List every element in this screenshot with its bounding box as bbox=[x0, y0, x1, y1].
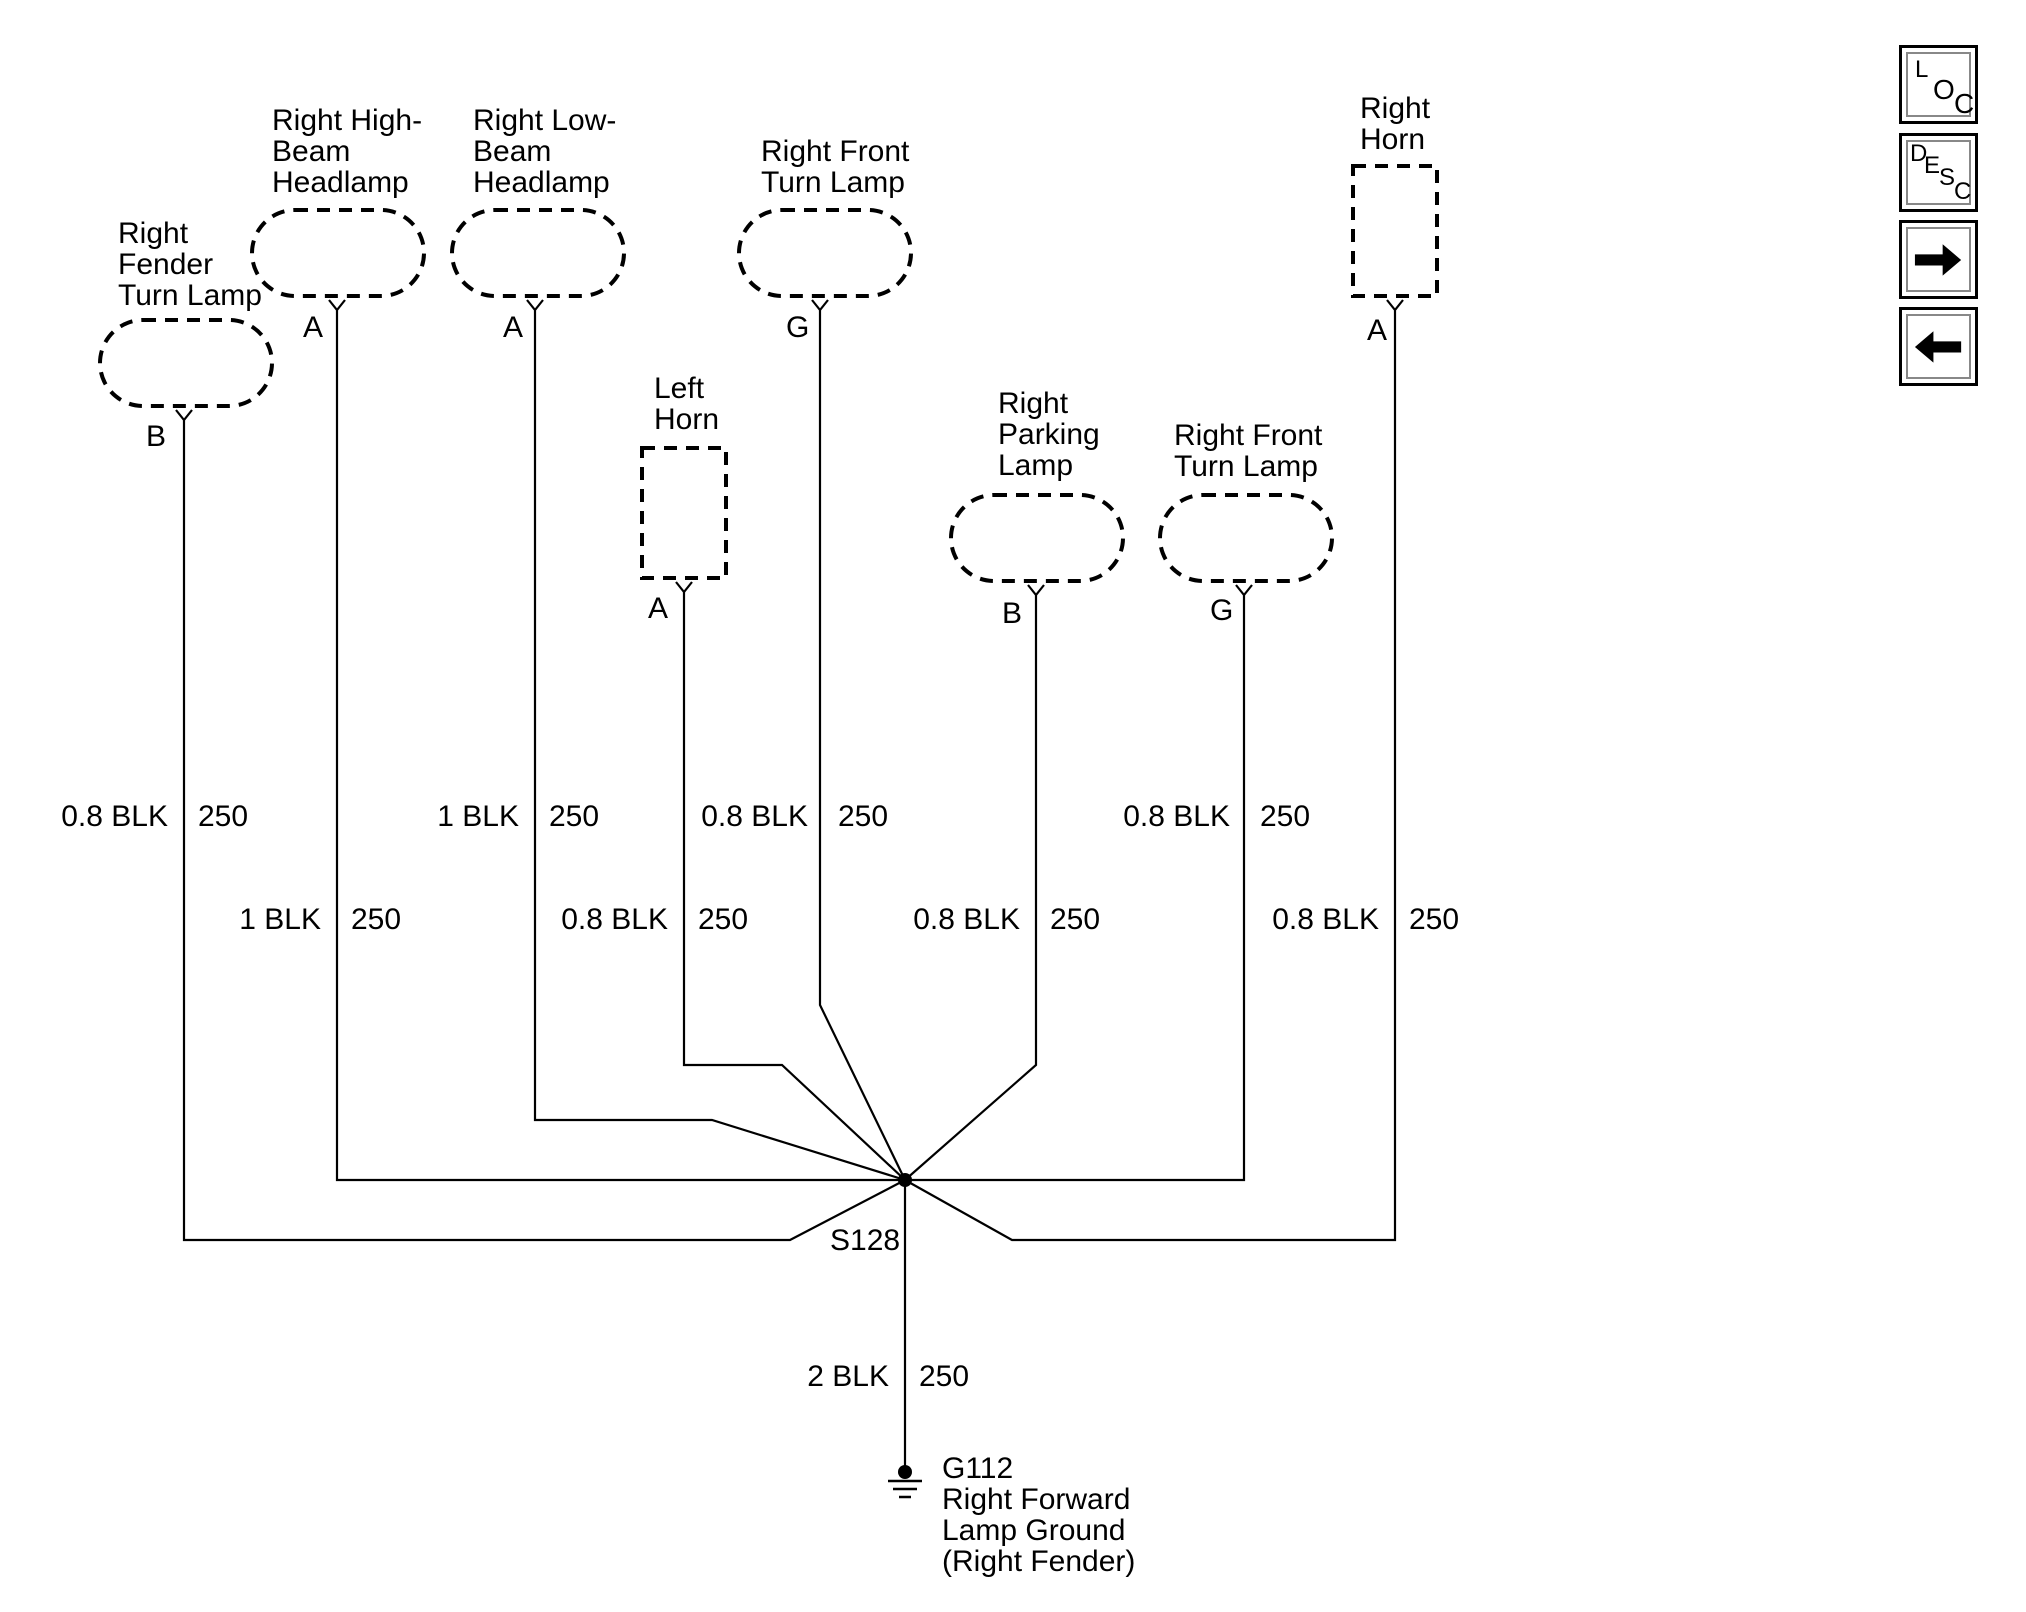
right-high-beam-headlamp-label: Right High- Beam Headlamp bbox=[272, 104, 430, 199]
desc-letter: D bbox=[1910, 140, 1928, 167]
previous-button[interactable] bbox=[1899, 307, 1978, 386]
svg-text:0.8 BLK: 0.8 BLK bbox=[561, 903, 668, 936]
pin-letter: A bbox=[648, 592, 668, 625]
wire-front-turn-2 bbox=[905, 607, 1246, 1182]
left-horn-label: Left Horn bbox=[654, 372, 719, 436]
desc-button[interactable]: D E S C bbox=[1899, 133, 1978, 212]
right-parking-lamp-label: Right Parking Lamp bbox=[998, 387, 1108, 482]
svg-text:250: 250 bbox=[919, 1360, 969, 1393]
desc-letter: C bbox=[1954, 178, 1972, 205]
right-horn-label: Right Horn bbox=[1360, 92, 1438, 156]
wire-left-horn bbox=[682, 604, 906, 1181]
right-high-beam-headlamp bbox=[250, 208, 426, 298]
wire-label-fender-turn: 0.8 BLK 250 bbox=[61, 800, 248, 833]
svg-text:250: 250 bbox=[1260, 800, 1310, 833]
svg-text:0.8 BLK: 0.8 BLK bbox=[913, 903, 1020, 936]
left-horn bbox=[640, 446, 728, 580]
pin-letter: G bbox=[1210, 594, 1233, 627]
wire-label-front-turn-1: 0.8 BLK 250 bbox=[701, 800, 888, 833]
wire-parking bbox=[904, 607, 1038, 1181]
right-front-turn-lamp-1 bbox=[737, 208, 913, 298]
svg-text:1 BLK: 1 BLK bbox=[239, 903, 321, 936]
wire-label-parking: 0.8 BLK 250 bbox=[913, 903, 1100, 936]
right-fender-turn-lamp bbox=[98, 318, 274, 408]
next-button[interactable] bbox=[1899, 220, 1978, 299]
wire-label-high-beam: 1 BLK 250 bbox=[239, 903, 401, 936]
right-horn bbox=[1351, 164, 1439, 298]
connector-left-horn: A bbox=[648, 581, 693, 625]
connector-fender-turn: B bbox=[146, 409, 193, 453]
right-front-turn-lamp-1-label: Right Front Turn Lamp bbox=[761, 135, 918, 199]
wire-label-low-beam: 1 BLK 250 bbox=[437, 800, 599, 833]
svg-text:1 BLK: 1 BLK bbox=[437, 800, 519, 833]
svg-text:0.8 BLK: 0.8 BLK bbox=[1272, 903, 1379, 936]
splice-s128-label: S128 bbox=[830, 1224, 900, 1257]
svg-text:250: 250 bbox=[698, 903, 748, 936]
svg-text:0.8 BLK: 0.8 BLK bbox=[1123, 800, 1230, 833]
loc-letter: O bbox=[1933, 74, 1955, 105]
left-arrow-icon bbox=[1914, 331, 1962, 363]
svg-text:250: 250 bbox=[1050, 903, 1100, 936]
wire-low-beam bbox=[533, 322, 906, 1182]
svg-text:250: 250 bbox=[1409, 903, 1459, 936]
svg-text:250: 250 bbox=[549, 800, 599, 833]
pin-letter: G bbox=[786, 311, 809, 344]
svg-text:2 BLK: 2 BLK bbox=[807, 1360, 889, 1393]
wire-label-left-horn: 0.8 BLK 250 bbox=[561, 903, 748, 936]
connector-parking: B bbox=[1002, 584, 1045, 630]
pin-letter: A bbox=[303, 311, 323, 344]
loc-button[interactable]: L O C bbox=[1899, 45, 1978, 124]
right-parking-lamp bbox=[949, 493, 1125, 583]
connector-high-beam: A bbox=[303, 299, 346, 344]
desc-letter: E bbox=[1924, 152, 1941, 179]
right-front-turn-lamp-2-label: Right Front Turn Lamp bbox=[1174, 419, 1331, 483]
ground-symbol bbox=[888, 1465, 922, 1499]
pin-letter: B bbox=[146, 420, 166, 453]
pin-letter: A bbox=[1367, 314, 1387, 347]
wire-high-beam bbox=[335, 322, 905, 1182]
splice-s128-dot bbox=[898, 1173, 912, 1187]
wire-fender-turn bbox=[182, 432, 906, 1242]
connector-front-turn-1: G bbox=[786, 299, 829, 344]
connector-right-horn: A bbox=[1367, 299, 1404, 347]
desc-letter: S bbox=[1939, 164, 1956, 191]
wire-label-front-turn-2: 0.8 BLK 250 bbox=[1123, 800, 1310, 833]
svg-text:250: 250 bbox=[838, 800, 888, 833]
wire-label-ground: 2 BLK 250 bbox=[807, 1360, 969, 1393]
pin-letter: A bbox=[503, 311, 523, 344]
right-front-turn-lamp-2 bbox=[1158, 493, 1334, 583]
right-arrow-icon bbox=[1914, 244, 1962, 276]
svg-text:250: 250 bbox=[351, 903, 401, 936]
svg-text:250: 250 bbox=[198, 800, 248, 833]
ground-g112-label: G112 Right Forward Lamp Ground (Right Fe… bbox=[942, 1452, 1139, 1578]
loc-letter: C bbox=[1954, 88, 1975, 119]
right-low-beam-headlamp-label: Right Low- Beam Headlamp bbox=[473, 104, 625, 199]
right-fender-turn-lamp-label: Right Fender Turn Lamp bbox=[118, 217, 262, 312]
svg-text:0.8 BLK: 0.8 BLK bbox=[61, 800, 168, 833]
connector-low-beam: A bbox=[503, 299, 544, 344]
wire-label-right-horn: 0.8 BLK 250 bbox=[1272, 903, 1459, 936]
loc-letter: L bbox=[1915, 56, 1929, 83]
wire-right-horn bbox=[904, 322, 1397, 1242]
wire-front-turn-1 bbox=[818, 322, 906, 1181]
pin-letter: B bbox=[1002, 597, 1022, 630]
svg-text:0.8 BLK: 0.8 BLK bbox=[701, 800, 808, 833]
right-low-beam-headlamp bbox=[450, 208, 626, 298]
connector-front-turn-2: G bbox=[1210, 584, 1253, 627]
